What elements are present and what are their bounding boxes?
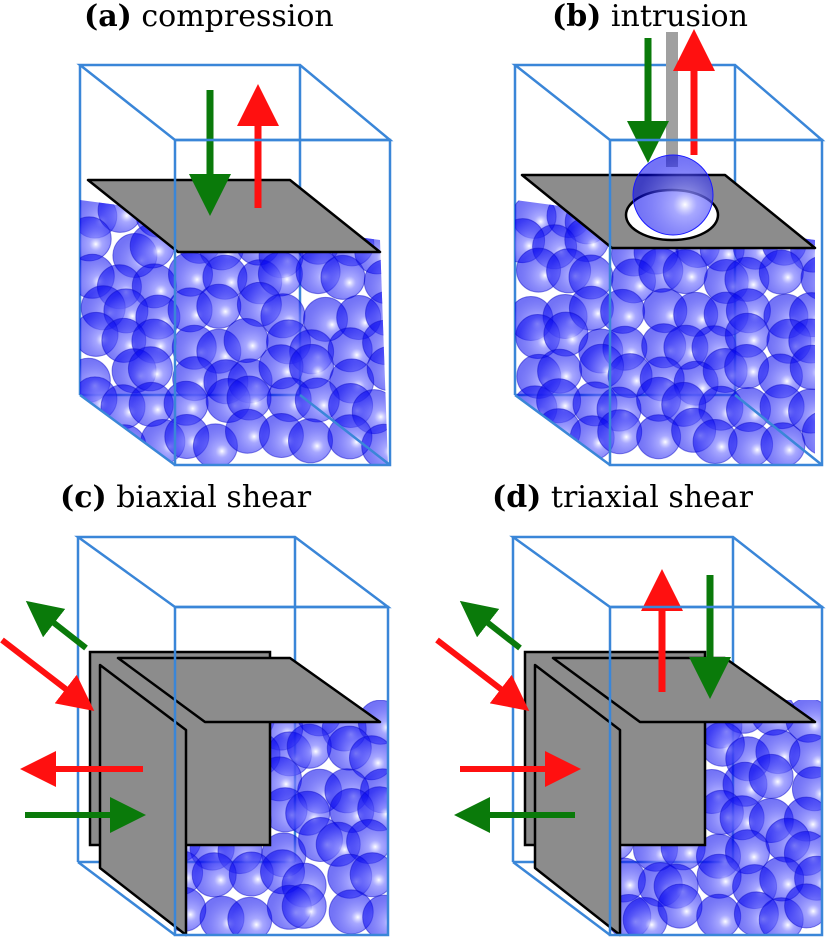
- arrow-in-diag: [435, 637, 530, 711]
- particle: [101, 424, 147, 465]
- panel-b: [511, 29, 826, 467]
- panel-letter: (c): [60, 480, 107, 515]
- panel-a: [76, 63, 394, 467]
- particle: [657, 883, 703, 929]
- box-front-edges: [512, 605, 824, 937]
- particle: [662, 249, 708, 295]
- particle: [784, 883, 822, 929]
- arrow-in-diag: [0, 637, 95, 711]
- panel-caption: biaxial shear: [116, 480, 312, 515]
- panel-a-label: (a) compression: [84, 2, 334, 32]
- panel-c: [0, 535, 392, 937]
- particle: [227, 896, 273, 935]
- particle: [281, 883, 327, 929]
- particle: [366, 346, 388, 392]
- box-front-edges: [79, 138, 392, 467]
- box-front-edges: [77, 605, 390, 937]
- panel-letter: (d): [492, 480, 542, 515]
- particle: [320, 254, 366, 300]
- particle: [363, 259, 388, 305]
- particle: [760, 422, 806, 465]
- panel-d-label: (d) triaxial shear: [492, 483, 753, 513]
- particle: [361, 200, 388, 238]
- particle: [748, 753, 794, 799]
- particle: [288, 418, 333, 464]
- arrow-out-diag: [459, 600, 522, 651]
- particle: [361, 423, 388, 465]
- intruder-sphere: [632, 154, 714, 236]
- particle: [801, 410, 815, 456]
- intruder-rod: [666, 32, 678, 167]
- panel-d: [435, 535, 826, 937]
- panel-letter: (b): [552, 0, 602, 34]
- box-front-edges: [514, 138, 824, 467]
- panel-caption: triaxial shear: [550, 480, 754, 515]
- particle: [758, 249, 804, 295]
- panel-c-label: (c) biaxial shear: [60, 483, 311, 513]
- panel-caption: compression: [141, 0, 334, 34]
- panel-caption: intrusion: [610, 0, 748, 34]
- arrow-out-diag: [25, 600, 88, 651]
- panel-letter: (a): [84, 0, 132, 34]
- particle: [349, 852, 388, 898]
- particle: [80, 420, 117, 465]
- panel-b-label: (b) intrusion: [552, 2, 748, 32]
- particle: [362, 894, 388, 935]
- particle: [362, 319, 388, 365]
- particle: [597, 409, 643, 455]
- particle: [800, 255, 815, 301]
